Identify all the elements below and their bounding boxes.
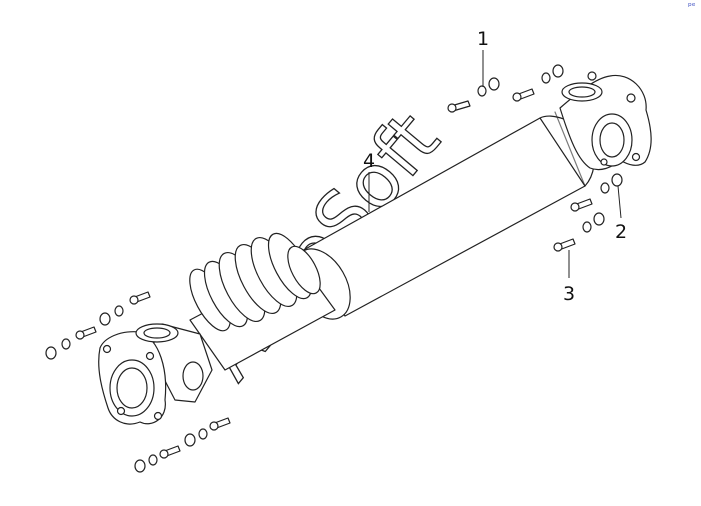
front-flange-yoke [98,323,213,425]
callout-2: 2 [615,221,627,243]
rear-flange-yoke [559,71,652,171]
callout-4: 4 [363,150,375,172]
fasteners-right [553,173,623,252]
fasteners-lower-left [134,417,231,473]
callout-1: 1 [477,28,489,50]
leader-line-2 [617,185,622,219]
callout-3: 3 [563,283,575,305]
corner-mark: ᵖᵉ [688,2,696,12]
gaiter-boot [189,232,336,371]
fasteners-upper-left [45,291,151,360]
fasteners-top-right [447,64,564,113]
